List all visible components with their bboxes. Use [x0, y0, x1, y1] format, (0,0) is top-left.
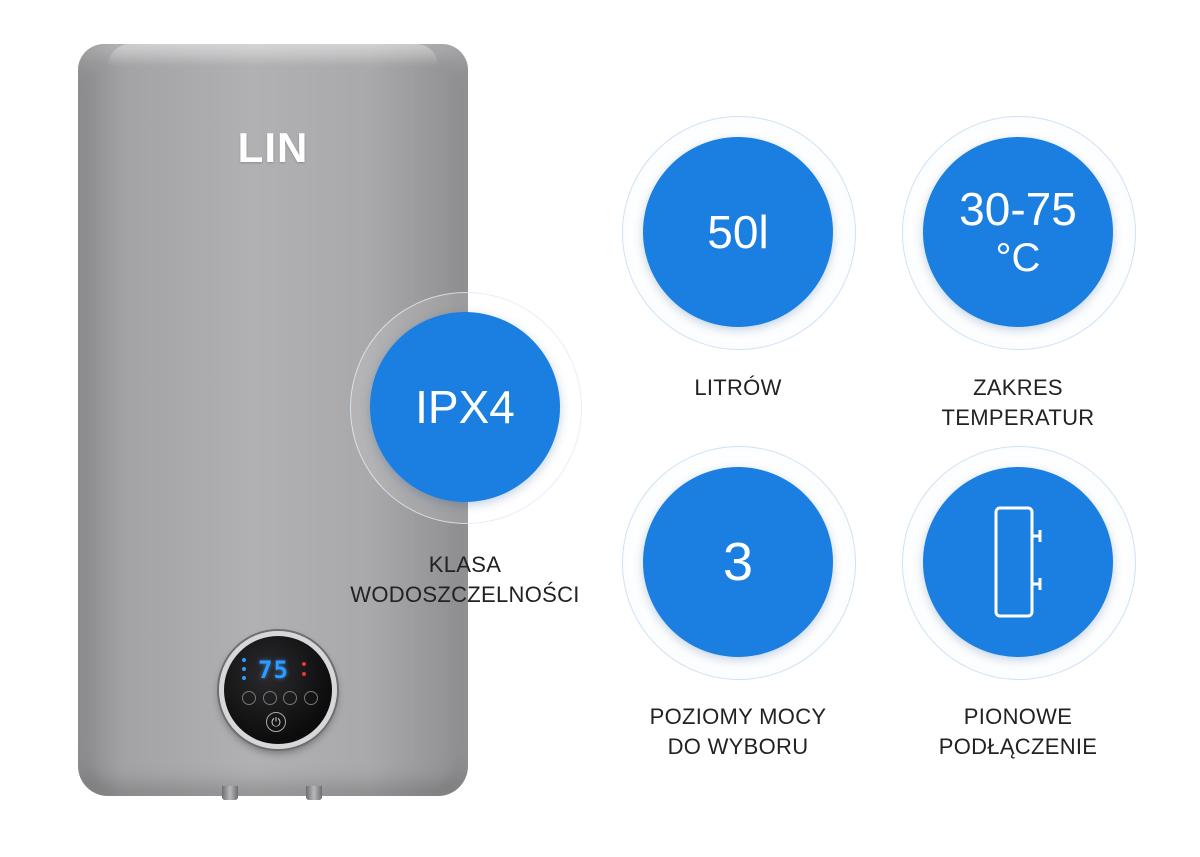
feature-value: 3 [722, 532, 754, 592]
feature-label-temperature: ZAKRES TEMPERATUR [941, 375, 1095, 430]
panel-red-indicator [302, 672, 306, 676]
feature-label-power-levels: POZIOMY MOCY DO WYBORU [649, 704, 827, 759]
power-icon: ⏻ [266, 712, 286, 732]
panel-buttons [242, 691, 318, 705]
feature-badge-vertical-connection [923, 467, 1113, 657]
panel-red-indicator [302, 662, 306, 666]
vertical-tank-icon [994, 506, 1042, 618]
feature-value: 30-75 [959, 183, 1077, 235]
feature-label-vertical-connection: PIONOWE PODŁĄCZENIE [938, 704, 1098, 759]
feature-badge-capacity: 50l [643, 137, 833, 327]
feature-label-capacity: LITRÓW [694, 375, 782, 400]
feature-badge-power-levels: 3 [643, 467, 833, 657]
control-panel: 75 ⏻ [219, 631, 337, 749]
water-pipe [222, 786, 238, 800]
brand-logo: LIN [237, 124, 309, 171]
panel-indicator-dots [242, 658, 248, 685]
feature-badge-temperature: 30-75 °C [923, 137, 1113, 327]
feature-value: 50l [707, 206, 769, 258]
feature-value: IPX4 [415, 381, 515, 433]
water-pipe [306, 786, 322, 800]
feature-unit: °C [995, 236, 1041, 280]
temperature-display: 75 [258, 656, 289, 684]
feature-label-ipx4: KLASA WODOSZCZELNOŚCI [350, 552, 580, 607]
feature-badge-ipx4: IPX4 [370, 312, 560, 502]
